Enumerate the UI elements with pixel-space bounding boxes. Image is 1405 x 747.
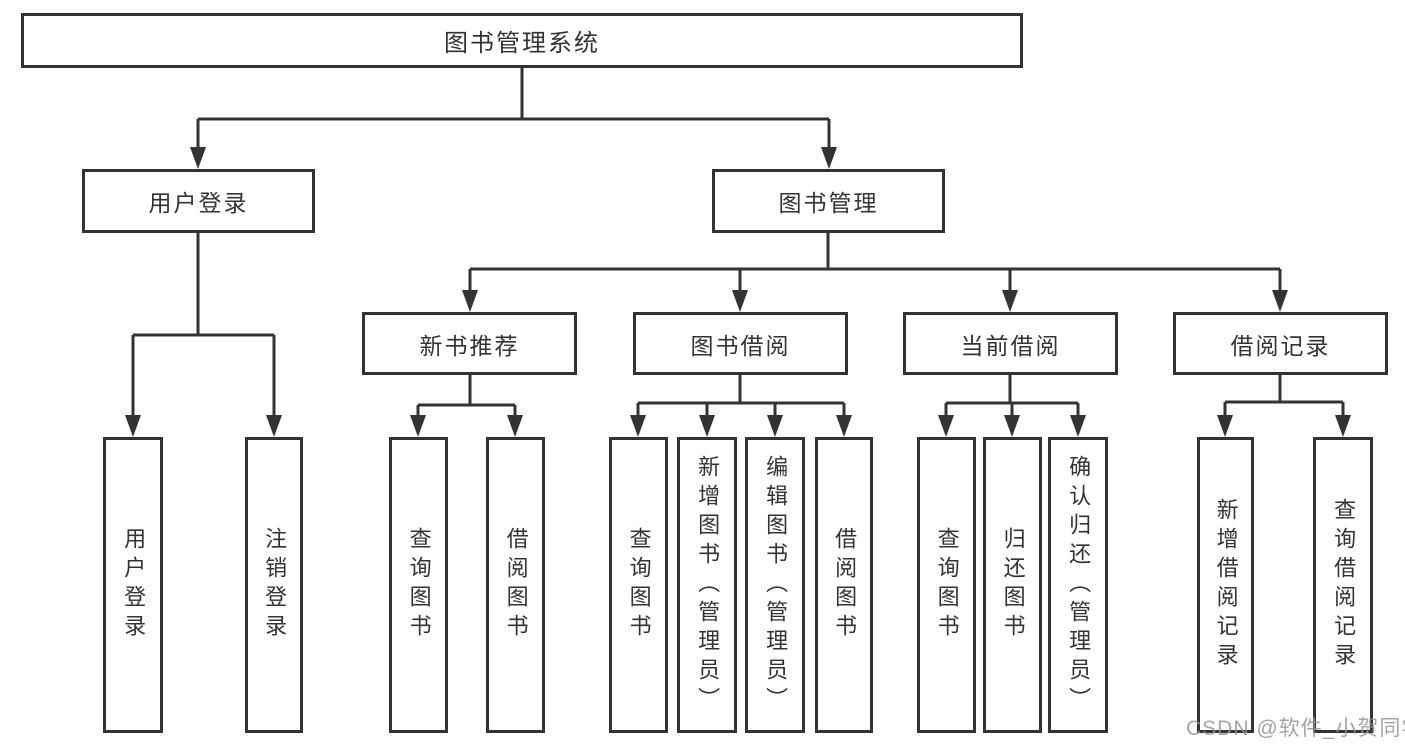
node-library-system-label: 图书管理系统 [444, 30, 600, 57]
leaf-return-books: 归还图书 [983, 437, 1042, 733]
node-current-borrow: 当前借阅 [903, 312, 1118, 375]
node-book-management: 图书管理 [712, 169, 945, 233]
leaf-borrow-query-books-label: 查询图书 [626, 527, 652, 643]
leaf-borrow-books-label: 借阅图书 [832, 527, 858, 643]
node-new-book-recommend-label: 新书推荐 [419, 332, 520, 359]
leaf-edit-book-admin: 编辑图书（管理员） [745, 437, 805, 733]
leaf-user-login-label: 用户登录 [121, 527, 147, 643]
node-user-login-label: 用户登录 [148, 190, 249, 216]
leaf-logout: 注销登录 [245, 437, 303, 733]
leaf-recommend-query-books-label: 查询图书 [406, 527, 432, 643]
node-borrow-records-label: 借阅记录 [1230, 332, 1331, 359]
leaf-add-borrow-record-label: 新增借阅记录 [1213, 498, 1239, 672]
node-book-borrow-label: 图书借阅 [690, 332, 791, 359]
csdn-watermark: CSDN @软件_小贺同学 [1186, 717, 1405, 740]
leaf-confirm-return-admin: 确认归还（管理员） [1048, 437, 1108, 733]
leaf-return-books-label: 归还图书 [1000, 527, 1026, 643]
leaf-user-login: 用户登录 [103, 437, 163, 733]
leaf-logout-label: 注销登录 [262, 527, 288, 643]
leaf-add-book-admin: 新增图书（管理员） [677, 437, 737, 733]
node-new-book-recommend: 新书推荐 [362, 312, 577, 375]
leaf-add-borrow-record: 新增借阅记录 [1197, 437, 1254, 733]
leaf-borrow-query-books: 查询图书 [609, 437, 668, 733]
leaf-edit-book-admin-label: 编辑图书（管理员） [763, 454, 789, 716]
node-current-borrow-label: 当前借阅 [960, 332, 1061, 359]
node-library-system: 图书管理系统 [21, 13, 1023, 68]
leaf-confirm-return-admin-label: 确认归还（管理员） [1066, 454, 1092, 716]
leaf-borrow-books: 借阅图书 [815, 437, 873, 733]
node-borrow-records: 借阅记录 [1173, 312, 1388, 375]
leaf-recommend-borrow-books: 借阅图书 [486, 437, 545, 733]
leaf-current-query-books-label: 查询图书 [934, 527, 960, 643]
leaf-query-borrow-record: 查询借阅记录 [1313, 437, 1373, 733]
leaf-recommend-query-books: 查询图书 [389, 437, 448, 733]
node-book-management-label: 图书管理 [778, 190, 879, 216]
leaf-current-query-books: 查询图书 [917, 437, 976, 733]
leaf-recommend-borrow-books-label: 借阅图书 [503, 527, 529, 643]
node-book-borrow: 图书借阅 [633, 312, 848, 375]
node-user-login: 用户登录 [82, 169, 315, 233]
leaf-query-borrow-record-label: 查询借阅记录 [1331, 498, 1357, 672]
leaf-add-book-admin-label: 新增图书（管理员） [695, 454, 721, 716]
